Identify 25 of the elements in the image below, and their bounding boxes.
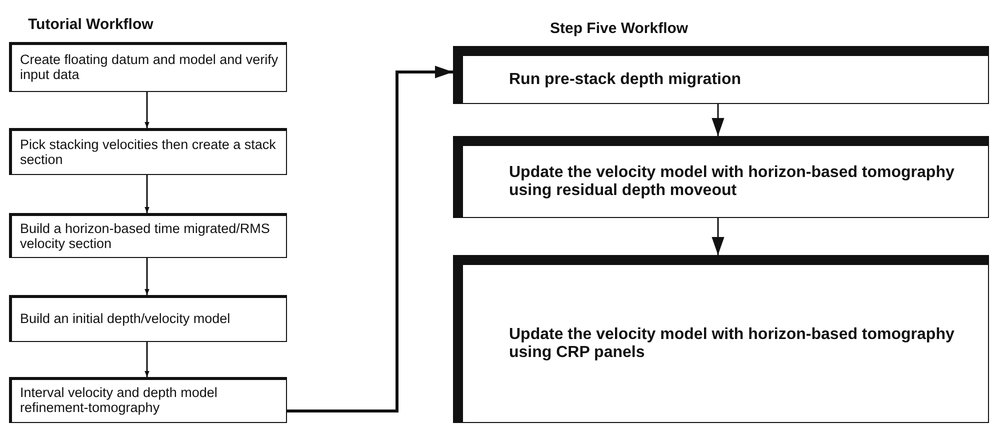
arrow: [287, 66, 453, 412]
arrow: [712, 218, 724, 255]
step-text: Update the velocity model with horizon-based tomography using CRP panels: [509, 326, 956, 362]
column-heading: Step Five Workflow: [550, 20, 688, 37]
step-text: Pick stacking velocities then create a stack section: [20, 138, 277, 168]
process-box: [9, 128, 287, 175]
process-box: [9, 377, 287, 423]
process-box: [453, 46, 989, 104]
process-box: [453, 255, 989, 423]
step-text: Update the velocity model with horizon-based tomography using residual depth moveout: [509, 164, 956, 200]
arrow: [144, 92, 150, 128]
column-heading: Tutorial Workflow: [28, 16, 154, 33]
arrow: [712, 104, 724, 136]
arrow: [144, 175, 150, 213]
step-text: Run pre-stack depth migration: [509, 70, 742, 88]
step-text: Build an initial depth/velocity model: [20, 312, 230, 327]
step-text: Create floating datum and model and verify input data: [20, 53, 280, 83]
step-text: Interval velocity and depth model refinement-tomography: [20, 386, 218, 416]
process-box: [9, 295, 287, 342]
arrow: [144, 258, 150, 295]
process-box: [9, 213, 287, 258]
process-box: [9, 42, 287, 92]
step-text: Build a horizon-based time migrated/RMS velocity section: [20, 222, 271, 252]
process-box: [453, 136, 989, 218]
arrow: [144, 342, 150, 377]
